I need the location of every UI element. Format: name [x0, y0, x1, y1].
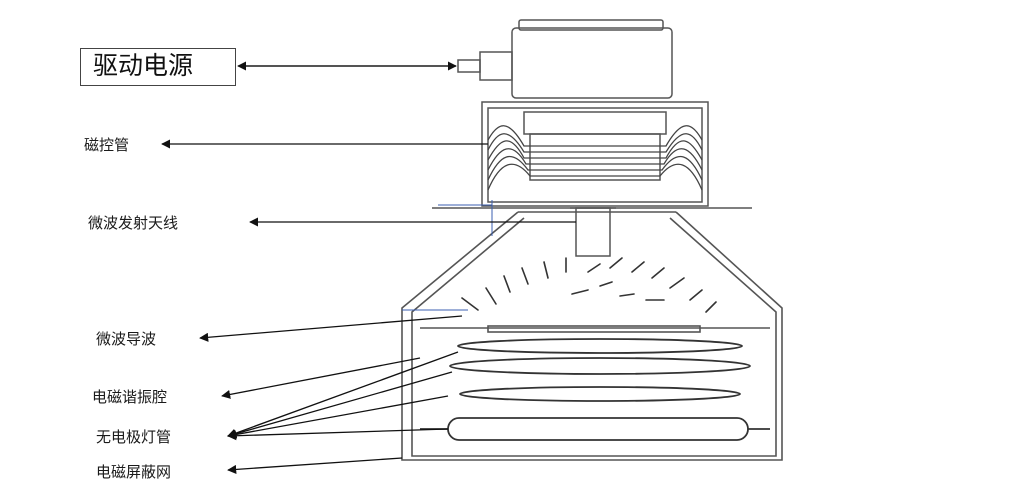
drive-power-unit	[457, 19, 673, 99]
lamp-tubes	[420, 338, 770, 441]
leader-shield	[227, 457, 403, 474]
microwave-field	[461, 257, 717, 313]
antenna	[570, 207, 616, 257]
magnetron-coils	[487, 125, 703, 191]
leader-cavity	[221, 357, 421, 399]
label-electrodeless-lamp: 无电极灯管	[96, 428, 172, 446]
label-waveguide: 微波导波	[96, 330, 157, 348]
leader-lamp-1	[227, 351, 459, 438]
label-resonant-cavity: 电磁谐振腔	[92, 388, 168, 406]
leader-lamp-4	[227, 428, 449, 441]
accent-lines	[402, 200, 493, 311]
label-shield-mesh: 电磁屏蔽网	[96, 463, 172, 481]
magnetron-body	[432, 101, 752, 209]
label-magnetron: 磁控管	[84, 136, 130, 154]
leader-lamp-3	[227, 395, 449, 440]
leader-lines	[161, 61, 576, 474]
cavity-outline	[401, 211, 783, 461]
leader-lamp-2	[227, 371, 453, 439]
leader-waveguide	[199, 315, 463, 342]
label-antenna: 微波发射天线	[88, 214, 179, 232]
label-drive-power: 驱动电源	[80, 48, 236, 86]
